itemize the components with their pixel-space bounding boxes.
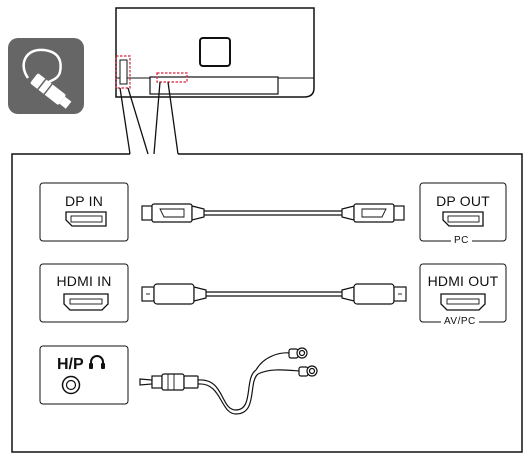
hp-label: H/P [57,356,84,373]
hdmi-port-icon [440,293,486,311]
side-port-highlight [115,55,131,89]
dp-cable [141,203,405,223]
dp-out-sublabel: PC [451,235,472,246]
callout-lines [119,81,179,155]
dp-out-label: DP OUT [436,193,490,209]
hp-port-box [39,345,129,405]
hdmi-in-port-box [39,263,129,323]
audio-jack-icon [61,375,81,395]
dp-in-label: DP IN [64,193,104,209]
hdmi-out-label: HDMI OUT [427,273,499,289]
dp-port-icon [442,211,484,227]
hdmi-port-icon [63,293,109,311]
bottom-port-highlight [156,72,188,83]
hdmi-in-label: HDMI IN [56,273,112,289]
cable-plug-icon [8,38,84,114]
monitor-back [115,7,315,98]
dp-port-icon [65,211,107,227]
headphone-cable [139,347,318,415]
detail-panel [11,153,523,453]
headphones-icon [89,355,105,369]
hdmi-out-sublabel: AV/PC [441,316,479,327]
hdmi-cable [141,283,407,305]
